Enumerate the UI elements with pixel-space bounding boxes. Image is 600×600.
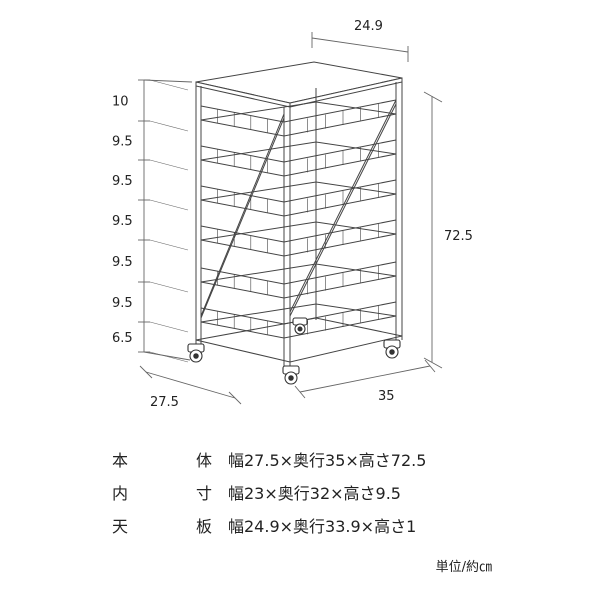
caster-back-right <box>383 339 401 359</box>
wire-basket <box>200 261 397 299</box>
tier-height-label: 10 <box>112 95 129 110</box>
wire-basket <box>200 99 397 137</box>
spec-label-char: 板 <box>195 517 212 536</box>
height-label: 72.5 <box>444 229 473 244</box>
spec-value: 幅24.9×奥行33.9×高さ1 <box>228 517 417 536</box>
spec-label-char: 体 <box>195 451 212 470</box>
spec-label-char: 寸 <box>195 484 212 503</box>
spec-label-char: 内 <box>112 484 129 503</box>
caster-front-center <box>282 365 300 385</box>
depth-label: 35 <box>378 389 395 404</box>
tier-height-label: 9.5 <box>112 214 133 229</box>
wire-basket <box>200 139 397 177</box>
spec-value: 幅27.5×奥行35×高さ72.5 <box>228 451 427 470</box>
spec-label: 天 板 <box>112 512 212 542</box>
spec-label: 本 体 <box>112 446 212 476</box>
spec-label-char: 本 <box>112 451 129 470</box>
tier-height-label: 9.5 <box>112 296 133 311</box>
wire-basket <box>200 179 397 217</box>
tier-height-label: 9.5 <box>112 174 133 189</box>
width-label: 27.5 <box>150 395 179 410</box>
caster-front-left <box>187 343 205 363</box>
spec-value: 幅23×奥行32×高さ9.5 <box>228 484 401 503</box>
spec-label-char: 天 <box>112 517 129 536</box>
tier-height-label: 9.5 <box>112 135 133 150</box>
tier-height-label: 6.5 <box>112 331 133 346</box>
unit-note: 単位/約㎝ <box>435 560 492 575</box>
wire-basket <box>200 219 397 257</box>
tier-height-label: 9.5 <box>112 255 133 270</box>
spec-label: 内 寸 <box>112 479 212 509</box>
top-width-label: 24.9 <box>354 19 383 34</box>
caster-middle <box>292 317 308 335</box>
